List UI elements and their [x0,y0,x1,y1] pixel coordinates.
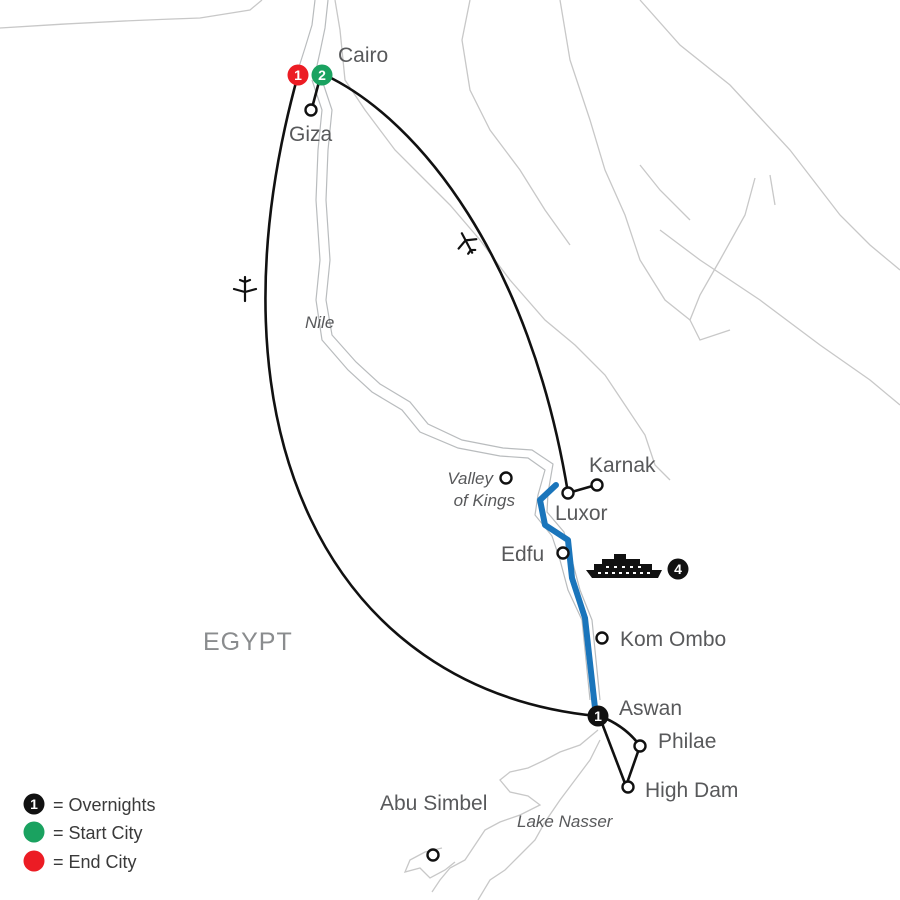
legend-end-city-label: = End City [53,852,137,872]
route-aswan-high-dam [598,717,628,787]
edfu-marker [556,546,570,560]
giza-label: Giza [289,123,333,146]
high-dam-label: High Dam [645,779,738,802]
high-dam-marker [621,780,635,794]
airplane-icon [232,275,258,303]
saudi-line [639,0,900,271]
flight-route-cairo-luxor [324,73,570,494]
aqaba-line [769,174,776,206]
luxor-label: Luxor [555,502,608,525]
valley-of-kings-label-line1: Valley [447,469,494,488]
route-philae-high-dam [624,745,642,787]
start-city-badge-number: 2 [318,67,326,83]
aswan-overnights-number: 1 [594,708,602,724]
cruise-overnights-badge: 4 [667,558,689,580]
nile-river [297,0,601,701]
nile-label: Nile [305,313,334,332]
map-labels: Cairo Giza Nile Valley of Kings Karnak L… [203,44,738,831]
legend-overnights-label: = Overnights [53,795,156,815]
philae-marker [633,739,647,753]
nile-cruise-route [537,482,598,711]
cruise-overnights-number: 4 [674,561,682,577]
lake-nasser-label: Lake Nasser [517,812,614,831]
sinai-west [461,0,571,246]
aswan-label: Aswan [619,697,682,720]
end-city-badge-number: 1 [294,67,302,83]
nile-east-bank [321,79,601,701]
lake-nasser-shore-north [431,729,599,893]
philae-label: Philae [658,730,716,753]
legend-start-city-label: = Start City [53,823,143,843]
abu-simbel-label: Abu Simbel [380,792,487,815]
edfu-label: Edfu [501,543,544,566]
luxor-marker [561,486,575,500]
cruise-ship-icon [586,554,662,578]
overnights-swatch-number: 1 [30,796,38,812]
lake-nasser-west [403,847,456,879]
legend: 1 = Overnights = Start City = End City [23,793,156,872]
nile-delta-branch-east [315,0,329,71]
abu-simbel-marker [426,848,440,862]
desert-ridge [639,164,691,221]
legend-start-city: = Start City [23,821,143,843]
end-city-badge: 1 [287,64,309,86]
nile-delta-branch-west [297,0,316,71]
coastline-east [334,0,671,481]
valley-of-kings-marker [499,471,513,485]
red-sea-coast-east [689,177,756,341]
city-markers [304,103,647,862]
coastline-north [0,0,263,29]
nile-west-bank [311,79,591,701]
giza-marker [304,103,318,117]
kom-ombo-label: Kom Ombo [620,628,726,651]
start-city-badge: 2 [311,64,333,86]
flight-route-aswan-cairo [264,74,598,718]
air-routes [264,73,642,787]
aswan-overnights-badge: 1 [587,705,609,727]
legend-overnights: 1 = Overnights [23,793,156,815]
egypt-country-label: EGYPT [203,628,293,656]
karnak-label: Karnak [589,454,656,477]
cairo-label: Cairo [338,44,388,67]
end-city-swatch [23,850,45,872]
legend-end-city: = End City [23,850,137,872]
overnights-swatch [23,793,45,815]
kom-ombo-marker [595,631,609,645]
lake-nasser-shore-south [477,739,601,900]
far-east-line [659,229,900,406]
sinai-east [559,0,691,321]
valley-of-kings-label-line2: of Kings [454,491,516,510]
airplane-icon [455,232,479,255]
start-city-swatch [23,821,45,843]
karnak-marker [590,478,604,492]
